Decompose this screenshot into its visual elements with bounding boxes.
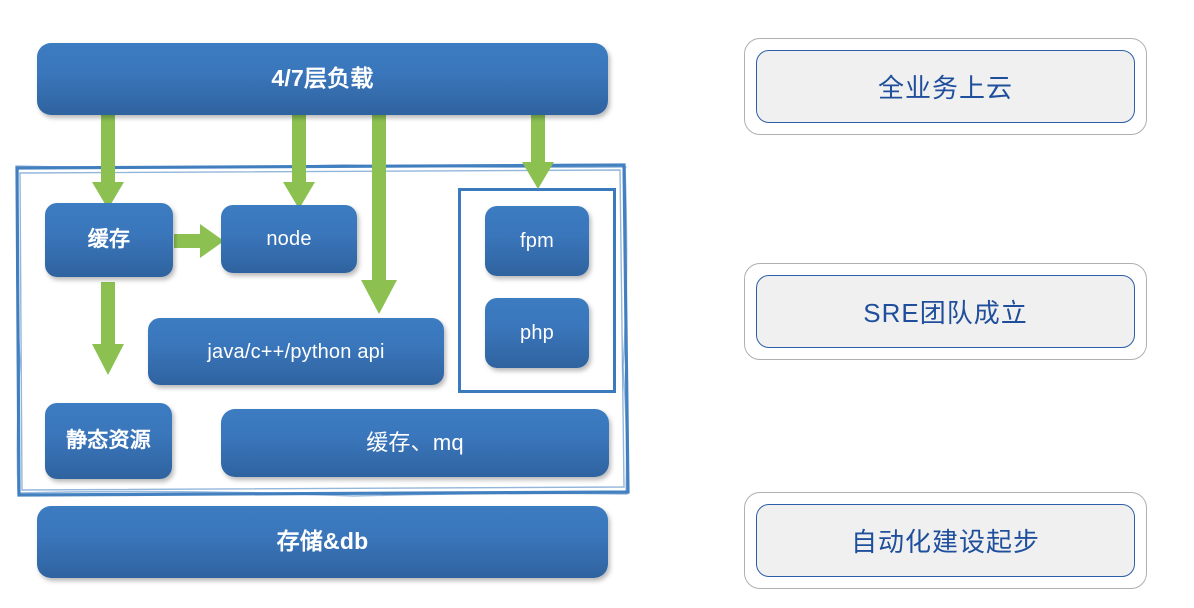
node-static-resource[interactable]: 静态资源	[45, 403, 172, 479]
node-storage-db[interactable]: 存储&db	[37, 506, 608, 578]
arrow-lb-to-fpm	[518, 112, 558, 192]
milestone-card-automation[interactable]: 自动化建设起步	[744, 492, 1147, 589]
arrow-lb-to-node	[279, 112, 319, 212]
milestone-inner-automation: 自动化建设起步	[756, 504, 1135, 577]
node-cache[interactable]: 缓存	[45, 203, 173, 277]
node-node[interactable]: node	[221, 205, 357, 273]
arrow-lb-to-api	[357, 112, 401, 317]
arrow-cache-to-static	[88, 282, 128, 378]
milestone-inner-sre: SRE团队成立	[756, 275, 1135, 348]
node-load-balancer[interactable]: 4/7层负载	[37, 43, 608, 115]
node-cache-mq[interactable]: 缓存、mq	[221, 409, 609, 477]
arrow-cache-to-node	[174, 222, 226, 260]
arrow-lb-to-cache	[88, 112, 128, 212]
milestone-card-sre[interactable]: SRE团队成立	[744, 263, 1147, 360]
milestone-label-cloud: 全业务上云	[877, 73, 1013, 103]
milestone-inner-cloud: 全业务上云	[756, 50, 1135, 123]
node-api[interactable]: java/c++/python api	[148, 318, 444, 385]
milestone-card-cloud[interactable]: 全业务上云	[744, 38, 1147, 135]
milestone-label-automation: 自动化建设起步	[850, 527, 1040, 557]
milestone-label-sre: SRE团队成立	[863, 298, 1028, 328]
node-fpm[interactable]: fpm	[485, 206, 589, 276]
node-php[interactable]: php	[485, 298, 589, 368]
